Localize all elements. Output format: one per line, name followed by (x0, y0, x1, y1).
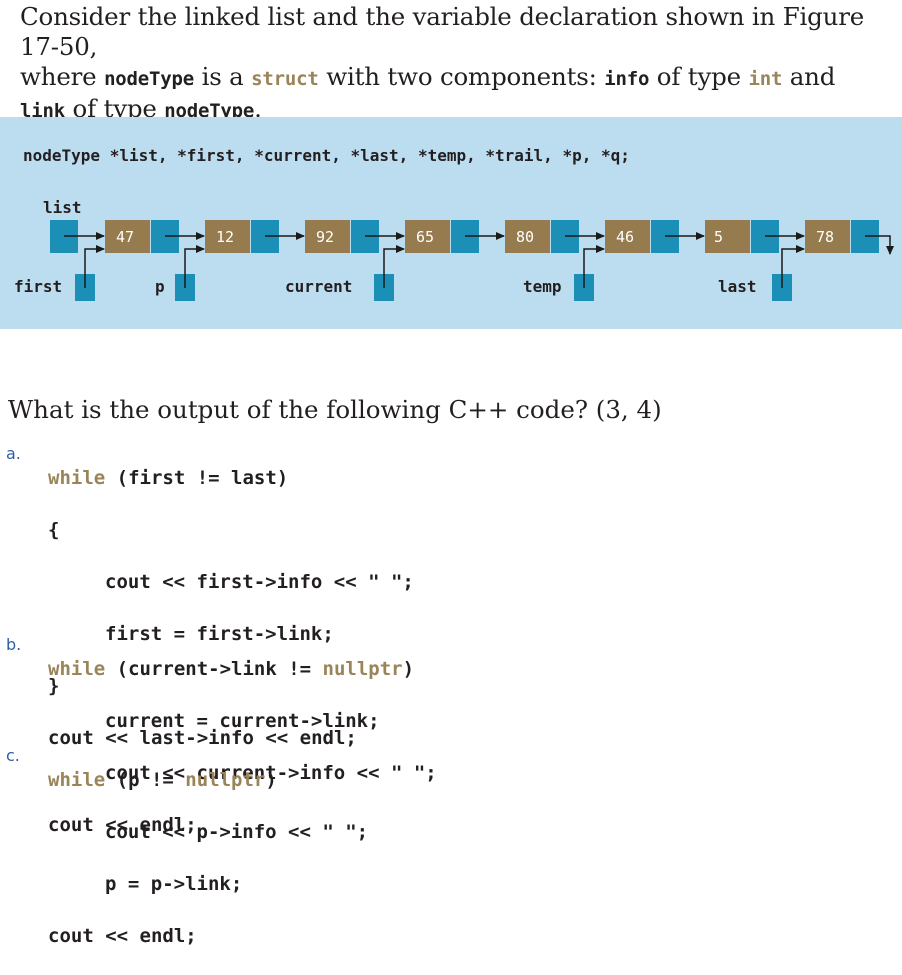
node-4 (405, 220, 479, 253)
node-value: 92 (316, 228, 335, 246)
node-value: 46 (616, 228, 635, 246)
code-line: cout << first->info << " "; (105, 571, 414, 593)
code-term: nodeType (164, 100, 255, 122)
intro-line-1: Consider the linked list and the variabl… (20, 2, 890, 62)
part-c-marker: c. (6, 746, 20, 765)
first-label: first (14, 277, 63, 296)
pointer-arrows (84, 245, 805, 288)
code-text: (first != last) (105, 467, 289, 489)
question-text: What is the output of the following C++ … (8, 395, 662, 424)
code-keyword: nullptr (322, 658, 403, 680)
code-keyword: struct (251, 68, 319, 90)
intro-text: is a (193, 62, 252, 91)
part-b-marker: b. (6, 635, 22, 654)
intro-paragraph: Consider the linked list and the variabl… (20, 2, 890, 126)
code-term: nodeType (104, 68, 194, 90)
intro-text: where (20, 62, 105, 91)
intro-text: of type (649, 62, 749, 91)
part-a-code: while (first != last) { cout << first->i… (48, 439, 414, 777)
code-line: current = current->link; (105, 710, 380, 732)
current-label: current (285, 277, 353, 296)
code-line: cout << p->info << " "; (105, 821, 369, 843)
code-text: ) (402, 658, 415, 680)
intro-text: with two components: (318, 62, 605, 91)
node-value: 65 (416, 228, 435, 246)
code-line: cout << endl; (48, 814, 197, 836)
intro-text: . (254, 94, 262, 123)
code-text: ) (265, 769, 277, 791)
code-term: info (604, 68, 650, 90)
p-label: p (155, 277, 165, 296)
code-line: cout << last->info << endl; (48, 727, 357, 749)
code-line: first = first->link; (105, 623, 334, 645)
code-term: link (20, 100, 65, 122)
node-value: 47 (116, 228, 135, 246)
code-keyword: nullptr (185, 769, 266, 791)
code-line: while (first != last) (48, 465, 414, 491)
code-keyword: int (748, 68, 783, 90)
code-keyword: while (48, 467, 106, 489)
code-line: p = p->link; (105, 873, 243, 895)
node-value: 5 (714, 228, 724, 246)
code-line: while (p != nullptr) (48, 767, 368, 793)
link-arrows (64, 232, 894, 255)
code-text: (current->link != (105, 658, 323, 680)
node-6 (605, 220, 679, 253)
part-b-code: while (current->link != nullptr) current… (48, 630, 437, 864)
last-label: last (718, 277, 757, 296)
part-c-code: while (p != nullptr) cout << p->info << … (48, 741, 368, 975)
code-keyword: while (48, 769, 106, 791)
linked-list-diagram (50, 220, 894, 301)
variable-declaration: nodeType *list, *first, *current, *last,… (23, 146, 630, 165)
code-line: cout << current->info << " "; (105, 762, 437, 784)
list-label: list (43, 198, 82, 217)
node-value: 12 (216, 228, 235, 246)
intro-text: Consider the linked list and the variabl… (20, 2, 865, 61)
intro-text: and (782, 62, 836, 91)
node-value: 80 (516, 228, 535, 246)
code-line: cout << endl; (48, 925, 197, 947)
code-text: (p != (105, 769, 186, 791)
code-line: } (48, 675, 60, 697)
node-value: 78 (816, 228, 835, 246)
code-line: while (current->link != nullptr) (48, 656, 437, 682)
intro-line-2: where nodeType is a struct with two comp… (20, 62, 890, 94)
part-a-marker: a. (6, 444, 21, 463)
temp-label: temp (523, 277, 562, 296)
code-line: { (48, 519, 60, 541)
code-keyword: while (48, 658, 106, 680)
